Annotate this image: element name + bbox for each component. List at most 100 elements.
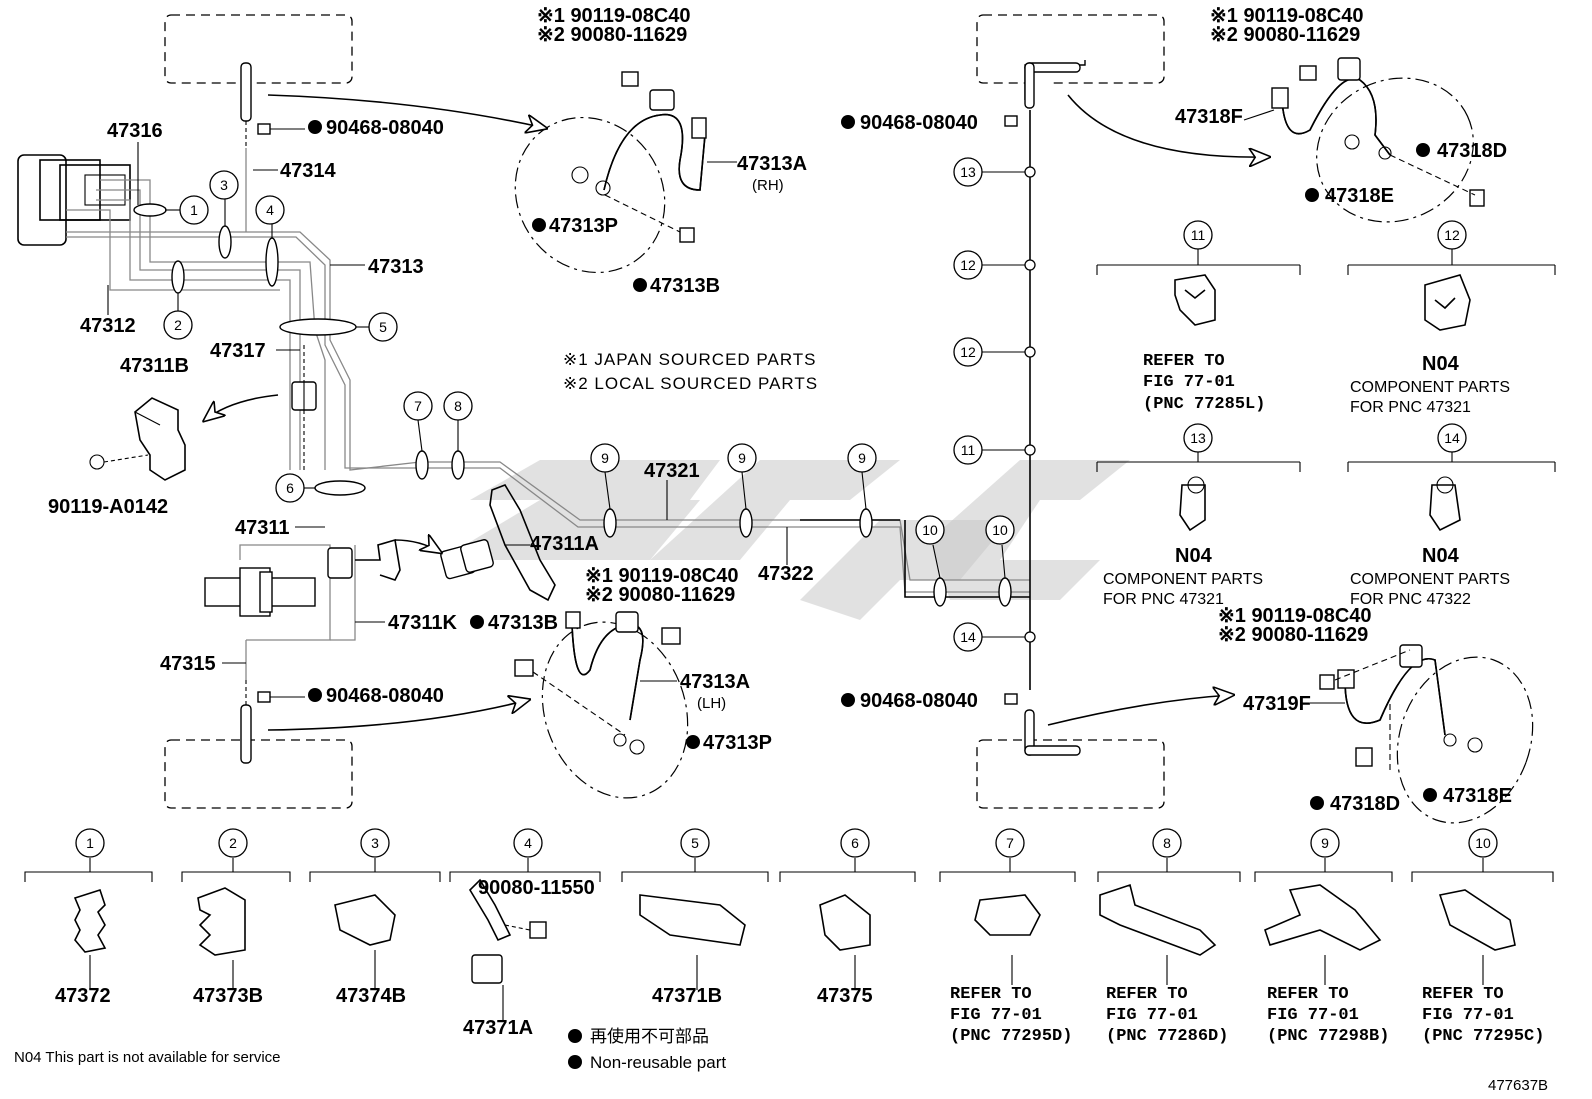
label-rr-note2: ※2 90080-11629 <box>1218 624 1368 646</box>
label-47311a: 47311A <box>530 533 599 555</box>
svg-text:9: 9 <box>858 450 866 466</box>
b9-refer-1: REFER TO <box>1267 985 1349 1004</box>
lh-hose-illustration <box>514 611 689 799</box>
numbered-circles <box>75 157 1498 858</box>
b7-refer-2: FIG 77-01 <box>950 1006 1042 1025</box>
c13-component-1: COMPONENT PARTS <box>1103 571 1263 588</box>
label-47314: 47314 <box>280 160 336 182</box>
legend-bullet-en <box>568 1055 582 1069</box>
b10-refer-2: FIG 77-01 <box>1422 1006 1514 1025</box>
label-47313p-rh: 47313P <box>549 215 618 237</box>
label-47311: 47311 <box>235 517 290 539</box>
label-47318e-bot: 47318E <box>1443 785 1512 807</box>
flow-arrows <box>205 94 1268 731</box>
bottom-label-47371b: 47371B <box>652 985 722 1007</box>
svg-text:10: 10 <box>922 522 938 538</box>
c11-refer-2: FIG 77-01 <box>1143 373 1235 392</box>
svg-text:13: 13 <box>1190 430 1206 446</box>
bottom-label-47372: 47372 <box>55 985 111 1007</box>
label-rh-note1: ※1 90119-08C40 <box>537 5 691 27</box>
svg-text:13: 13 <box>960 164 976 180</box>
label-47321: 47321 <box>644 460 700 482</box>
rh-hose-illustration <box>514 71 707 274</box>
label-47319f: 47319F <box>1243 693 1311 715</box>
left-stubs <box>240 62 305 764</box>
svg-text:1: 1 <box>86 835 94 851</box>
label-47313b-lh: 47313B <box>488 612 558 634</box>
label-47313: 47313 <box>368 256 424 278</box>
label-90119-a0142: 90119-A0142 <box>48 496 168 518</box>
label-47317: 47317 <box>210 340 266 362</box>
svg-text:12: 12 <box>960 344 976 360</box>
svg-text:7: 7 <box>414 398 422 414</box>
svg-text:7: 7 <box>1006 835 1014 851</box>
label-lh-note1: ※1 90119-08C40 <box>585 565 739 587</box>
svg-text:11: 11 <box>961 442 976 458</box>
figure-id: 477637B <box>1488 1077 1548 1094</box>
label-90468-top: 90468-08040 <box>326 117 444 139</box>
svg-text:14: 14 <box>1444 430 1460 446</box>
label-rh-note2: ※2 90080-11629 <box>537 24 687 46</box>
bottom-label-47374b: 47374B <box>336 985 406 1007</box>
svg-text:1: 1 <box>190 202 198 218</box>
legend-bullet-jp <box>568 1029 582 1043</box>
label-47313b-rh: 47313B <box>650 275 720 297</box>
c13-component-2: FOR PNC 47321 <box>1103 591 1224 608</box>
svg-text:8: 8 <box>1163 835 1171 851</box>
label-47313a-rh: 47313A <box>737 153 807 175</box>
svg-text:5: 5 <box>691 835 699 851</box>
note-japan-sourced: ※1 JAPAN SOURCED PARTS <box>563 350 817 369</box>
b7-refer-3: (PNC 77295D) <box>950 1027 1072 1046</box>
svg-text:12: 12 <box>960 257 976 273</box>
b9-refer-3: (PNC 77298B) <box>1267 1027 1389 1046</box>
non-reusable-bullets <box>308 115 1437 810</box>
numbered-circle-labels: 1 3 4 2 5 6 7 8 9 9 9 10 10 13 12 12 11 … <box>86 164 1491 851</box>
label-90468-rbot: 90468-08040 <box>860 690 978 712</box>
clamp-ellipses <box>133 203 1012 607</box>
c12-component-2: FOR PNC 47321 <box>1350 399 1471 416</box>
bottom-label-90080-11550: 90080-11550 <box>478 877 595 899</box>
svg-text:6: 6 <box>286 480 294 496</box>
leader-lines <box>107 109 1345 704</box>
label-lh-note2: ※2 90080-11629 <box>585 584 735 606</box>
svg-text:2: 2 <box>174 317 182 333</box>
c13-n04: N04 <box>1175 545 1213 567</box>
label-47313a-lh: 47313A <box>680 671 750 693</box>
c14-component-2: FOR PNC 47322 <box>1350 591 1471 608</box>
label-rf-note1: ※1 90119-08C40 <box>1210 5 1364 27</box>
label-47311k: 47311K <box>388 612 458 634</box>
c14-component-1: COMPONENT PARTS <box>1350 571 1510 588</box>
c11-refer-1: REFER TO <box>1143 352 1225 371</box>
label-47312: 47312 <box>80 315 136 337</box>
b8-refer-2: FIG 77-01 <box>1106 1006 1198 1025</box>
bottom-label-47373b: 47373B <box>193 985 263 1007</box>
label-47318f: 47318F <box>1175 106 1243 128</box>
svg-text:3: 3 <box>220 177 228 193</box>
label-90468-rtop: 90468-08040 <box>860 112 978 134</box>
svg-text:14: 14 <box>960 629 976 645</box>
label-47318d-bot: 47318D <box>1330 793 1400 815</box>
bottom-part-illustrations <box>73 878 1516 984</box>
svg-text:8: 8 <box>454 398 462 414</box>
bottom-label-47375: 47375 <box>817 985 873 1007</box>
wheel-box-rl <box>164 739 353 809</box>
c14-n04: N04 <box>1422 545 1460 567</box>
label-lh: (LH) <box>697 695 726 712</box>
svg-text:4: 4 <box>266 202 274 218</box>
right-pipe <box>982 60 1086 756</box>
svg-text:4: 4 <box>524 835 532 851</box>
part-47311b-illustration <box>89 397 186 481</box>
svg-text:10: 10 <box>992 522 1008 538</box>
b10-refer-1: REFER TO <box>1422 985 1504 1004</box>
svg-text:11: 11 <box>1191 227 1206 243</box>
b7-refer-1: REFER TO <box>950 985 1032 1004</box>
svg-text:9: 9 <box>1321 835 1329 851</box>
wheel-box-rr <box>976 739 1165 809</box>
svg-text:9: 9 <box>738 450 746 466</box>
upper-right-brackets <box>1096 248 1556 472</box>
footer-note: N04 This part is not available for servi… <box>14 1049 281 1066</box>
rf-hose-illustration <box>1271 57 1485 223</box>
junction-parts <box>204 345 401 617</box>
